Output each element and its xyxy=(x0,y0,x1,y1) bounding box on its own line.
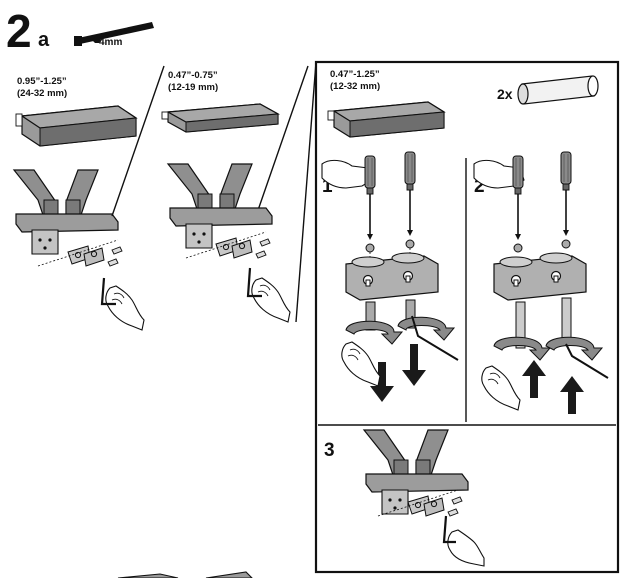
option-a-inches: 0.95”-1.25” xyxy=(17,76,67,87)
hand-icon xyxy=(481,365,521,411)
next-step-preview xyxy=(117,571,253,578)
spacer-cylinder-icon xyxy=(515,301,526,349)
spacer-cylinder-icon xyxy=(517,75,599,105)
option-c-mm: (12-32 mm) xyxy=(330,81,381,92)
spacer-quantity: 2x xyxy=(497,86,513,102)
step-letter: a xyxy=(38,29,50,51)
hand-icon xyxy=(341,341,381,387)
option-a-hand xyxy=(100,277,145,331)
screwdriver-icon xyxy=(404,151,416,237)
hand-icon xyxy=(442,515,485,567)
substep-1-illustration xyxy=(321,151,459,402)
substep-3-number: 3 xyxy=(324,440,335,461)
option-b-inches: 0.47”-0.75” xyxy=(168,70,218,81)
substep-3-illustration xyxy=(363,429,485,567)
arrow-up-icon xyxy=(560,376,584,414)
substep-2-number: 2 xyxy=(474,176,485,197)
screwdriver-icon xyxy=(560,151,572,237)
hex-key-icon xyxy=(565,343,609,379)
screwdriver-icon xyxy=(364,155,376,241)
option-c-plate xyxy=(327,101,446,138)
option-a-plate xyxy=(15,105,137,147)
rotate-arrow-icon xyxy=(345,320,404,345)
rotate-arrow-icon xyxy=(397,316,456,341)
option-c-inches: 0.47”-1.25” xyxy=(330,69,380,80)
hex-key-icon xyxy=(246,267,262,298)
option-b-dimension: 0.47”-0.75” (12-19 mm) xyxy=(168,70,218,94)
option-a-assembly xyxy=(13,169,119,255)
hex-key-icon xyxy=(100,277,116,306)
clamp-plate xyxy=(345,252,439,301)
tool-label: 4mm xyxy=(99,37,123,48)
step-number: 2 xyxy=(6,5,32,57)
hex-key-icon xyxy=(442,515,456,544)
divider-line xyxy=(111,65,165,217)
rotate-arrow-icon xyxy=(493,336,552,361)
substep-2-illustration xyxy=(473,151,609,414)
divider-line xyxy=(295,61,317,323)
arrow-down-icon xyxy=(402,344,426,386)
hex-key-icon xyxy=(74,22,154,46)
option-a-dimension: 0.95”-1.25” (24-32 mm) xyxy=(17,76,67,100)
rotate-arrow-icon xyxy=(545,336,604,361)
hex-socket-icon xyxy=(92,37,101,43)
hex-key-icon xyxy=(411,315,459,361)
option-b-hand xyxy=(246,267,291,323)
option-c-panel xyxy=(314,60,620,574)
option-a-mm: (24-32 mm) xyxy=(17,88,68,99)
arrow-up-icon xyxy=(522,360,546,398)
spacer-cylinder-icon xyxy=(405,299,416,329)
screwdriver-icon xyxy=(512,155,524,241)
clamp-plate xyxy=(493,252,587,301)
option-b-mm: (12-19 mm) xyxy=(168,82,219,93)
arrow-down-icon xyxy=(370,362,394,402)
option-c-dimension: 0.47”-1.25” (12-32 mm) xyxy=(330,69,380,93)
option-b-plate xyxy=(161,103,281,133)
substep-1-number: 1 xyxy=(322,176,333,197)
divider-line xyxy=(255,65,309,217)
